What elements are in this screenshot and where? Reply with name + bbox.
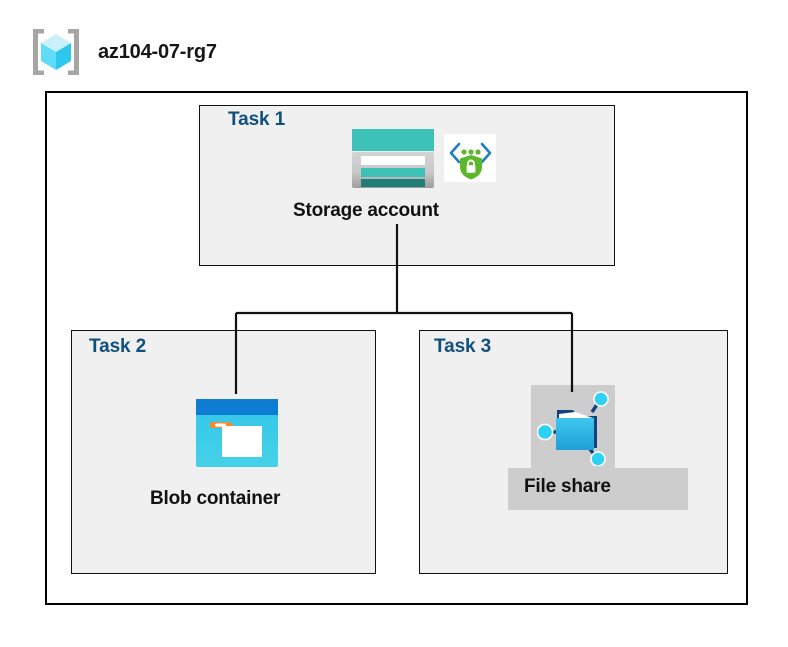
task-3-label: Task 3 — [434, 336, 492, 357]
resource-group-cube-icon — [33, 29, 79, 75]
file-share-folder-icon — [537, 391, 609, 466]
task-2-label: Task 2 — [89, 336, 147, 357]
storage-account-caption: Storage account — [293, 200, 439, 221]
secure-transfer-shield-icon — [444, 134, 496, 182]
blob-container-icon — [196, 399, 278, 467]
file-share-label-highlight-panel — [508, 468, 688, 510]
blob-container-caption: Blob container — [150, 488, 281, 509]
task-1-label: Task 1 — [228, 109, 286, 130]
file-share-caption: File share — [524, 476, 611, 497]
resource-group-header: az104-07-rg7 — [28, 26, 217, 78]
storage-account-icon — [352, 129, 434, 188]
resource-group-name: az104-07-rg7 — [98, 40, 217, 63]
